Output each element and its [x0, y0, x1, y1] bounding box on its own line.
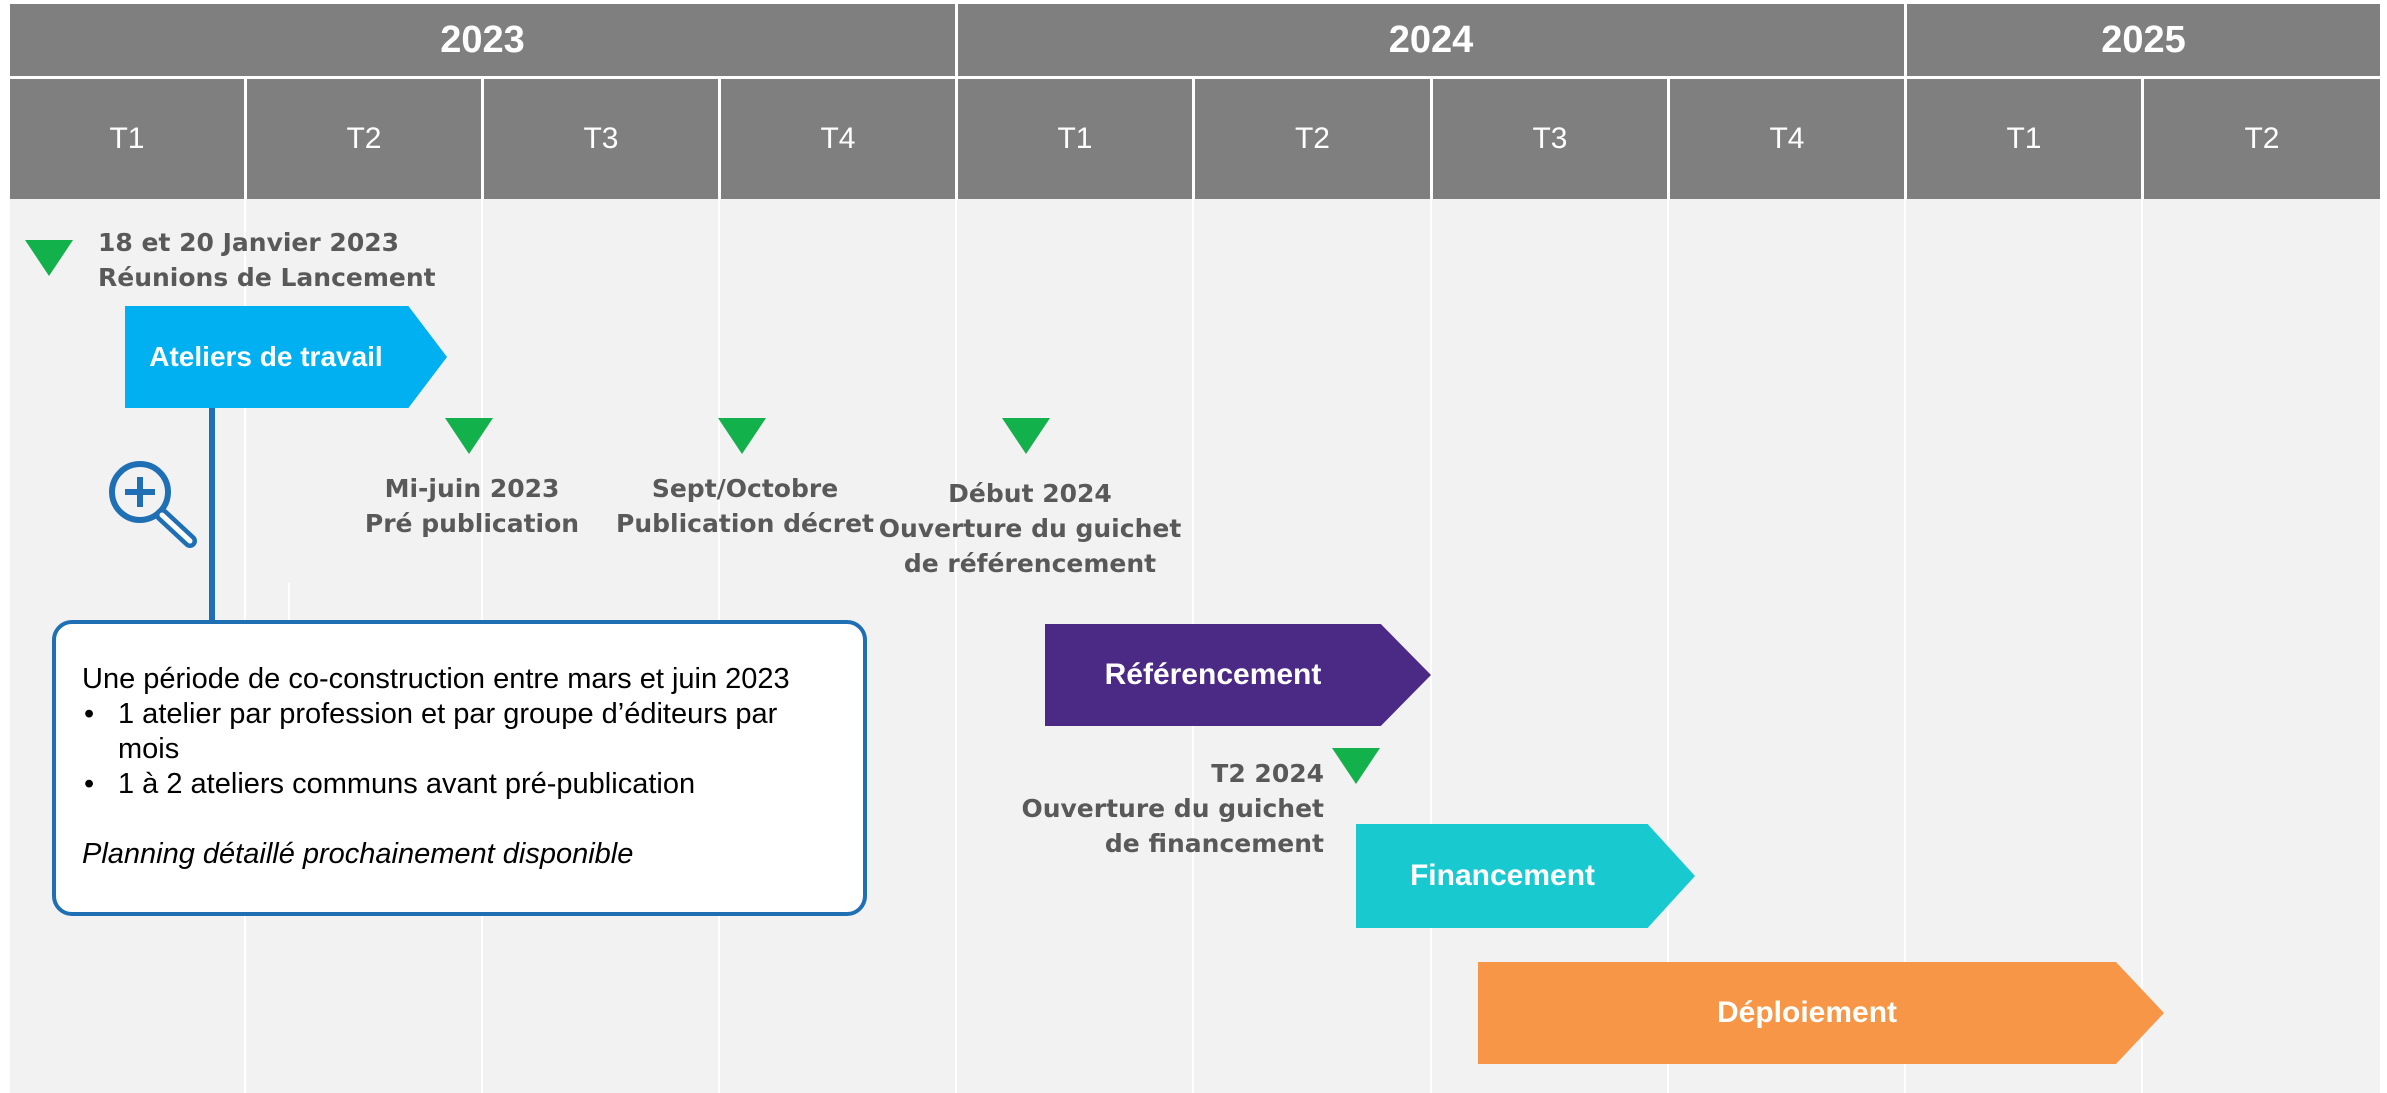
- callout-bullet: 1 atelier par profession et par groupe d…: [82, 697, 839, 767]
- connector-line: [209, 408, 215, 622]
- phase-label: Référencement: [1104, 658, 1322, 691]
- milestone-subtitle: de financement: [1104, 829, 1324, 858]
- milestone-title: Pré publication: [364, 509, 580, 538]
- phase-referencement: Référencement: [1045, 624, 1431, 726]
- quarter-header: T1: [10, 79, 244, 199]
- grid-line: [955, 199, 957, 1093]
- quarter-label: T1: [2006, 122, 2042, 155]
- callout-bullet-list: 1 atelier par profession et par groupe d…: [82, 697, 839, 802]
- tick-mark: [288, 583, 290, 623]
- quarter-header: T2: [2144, 79, 2380, 199]
- milestone-triangle-icon: [445, 418, 493, 454]
- grid-line: [1667, 199, 1669, 1093]
- milestone-launch-label: 18 et 20 Janvier 2023 Réunions de Lancem…: [98, 225, 436, 295]
- quarter-label: T2: [2244, 122, 2280, 155]
- zoom-in-icon[interactable]: [104, 457, 200, 549]
- phase-label: Déploiement: [1716, 996, 1898, 1029]
- year-label: 2024: [1388, 18, 1474, 61]
- quarter-label: T4: [820, 122, 856, 155]
- grid-line: [2141, 199, 2143, 1093]
- milestone-title: Ouverture du guichet: [1021, 794, 1324, 823]
- quarter-label: T4: [1769, 122, 1805, 155]
- milestone-date: 18 et 20 Janvier 2023: [98, 228, 400, 257]
- milestone-date: T2 2024: [1211, 759, 1324, 788]
- milestone-title: Ouverture du guichet: [878, 514, 1182, 543]
- quarter-header: T2: [1195, 79, 1430, 199]
- milestone-date: Sept/Octobre: [651, 474, 839, 503]
- quarter-header: T1: [958, 79, 1192, 199]
- quarter-label: T1: [109, 122, 145, 155]
- callout-note: Planning détaillé prochainement disponib…: [82, 838, 634, 870]
- quarter-header: T3: [484, 79, 718, 199]
- milestone-triangle-icon: [1002, 418, 1050, 454]
- milestone-decree-label: Sept/Octobre Publication décret: [616, 471, 874, 541]
- milestone-guichet-ref-label: Début 2024 Ouverture du guichet de référ…: [879, 476, 1182, 581]
- milestone-subtitle: de référencement: [903, 549, 1157, 578]
- milestone-date: Début 2024: [948, 479, 1112, 508]
- callout-intro: Une période de co-construction entre mar…: [82, 663, 790, 695]
- milestone-triangle-icon: [25, 240, 73, 276]
- phase-deploiement: Déploiement: [1478, 962, 2164, 1064]
- quarter-header: T4: [1670, 79, 1904, 199]
- quarter-label: T3: [583, 122, 619, 155]
- milestone-prepub-label: Mi-juin 2023 Pré publication: [365, 471, 579, 541]
- quarter-header: T4: [721, 79, 955, 199]
- year-header-2025: 2025: [1907, 4, 2380, 76]
- quarter-label: T2: [1294, 122, 1330, 155]
- milestone-title: Réunions de Lancement: [98, 263, 436, 292]
- quarter-label: T2: [346, 122, 382, 155]
- milestone-title: Publication décret: [616, 509, 874, 538]
- quarter-header: T1: [1907, 79, 2141, 199]
- quarter-label: T3: [1532, 122, 1568, 155]
- year-header-2024: 2024: [958, 4, 1904, 76]
- grid-line: [1430, 199, 1432, 1093]
- milestone-date: Mi-juin 2023: [384, 474, 560, 503]
- co-construction-callout: Une période de co-construction entre mar…: [52, 620, 867, 916]
- phase-financement: Financement: [1356, 824, 1695, 928]
- quarter-header: T3: [1433, 79, 1667, 199]
- phase-label: Financement: [1409, 859, 1596, 892]
- quarter-label: T1: [1057, 122, 1093, 155]
- milestone-triangle-icon: [718, 418, 766, 454]
- quarter-header: T2: [247, 79, 481, 199]
- year-label: 2025: [2101, 18, 2186, 61]
- year-header-2023: 2023: [10, 4, 955, 76]
- phase-ateliers: Ateliers de travail: [125, 306, 447, 408]
- milestone-guichet-fin-label: T2 2024 Ouverture du guichet de financem…: [1021, 756, 1324, 861]
- phase-label: Ateliers de travail: [149, 341, 383, 372]
- callout-bullet: 1 à 2 ateliers communs avant pré-publica…: [82, 767, 839, 802]
- year-label: 2023: [440, 18, 525, 61]
- grid-line: [1904, 199, 1906, 1093]
- milestone-triangle-icon: [1332, 748, 1380, 784]
